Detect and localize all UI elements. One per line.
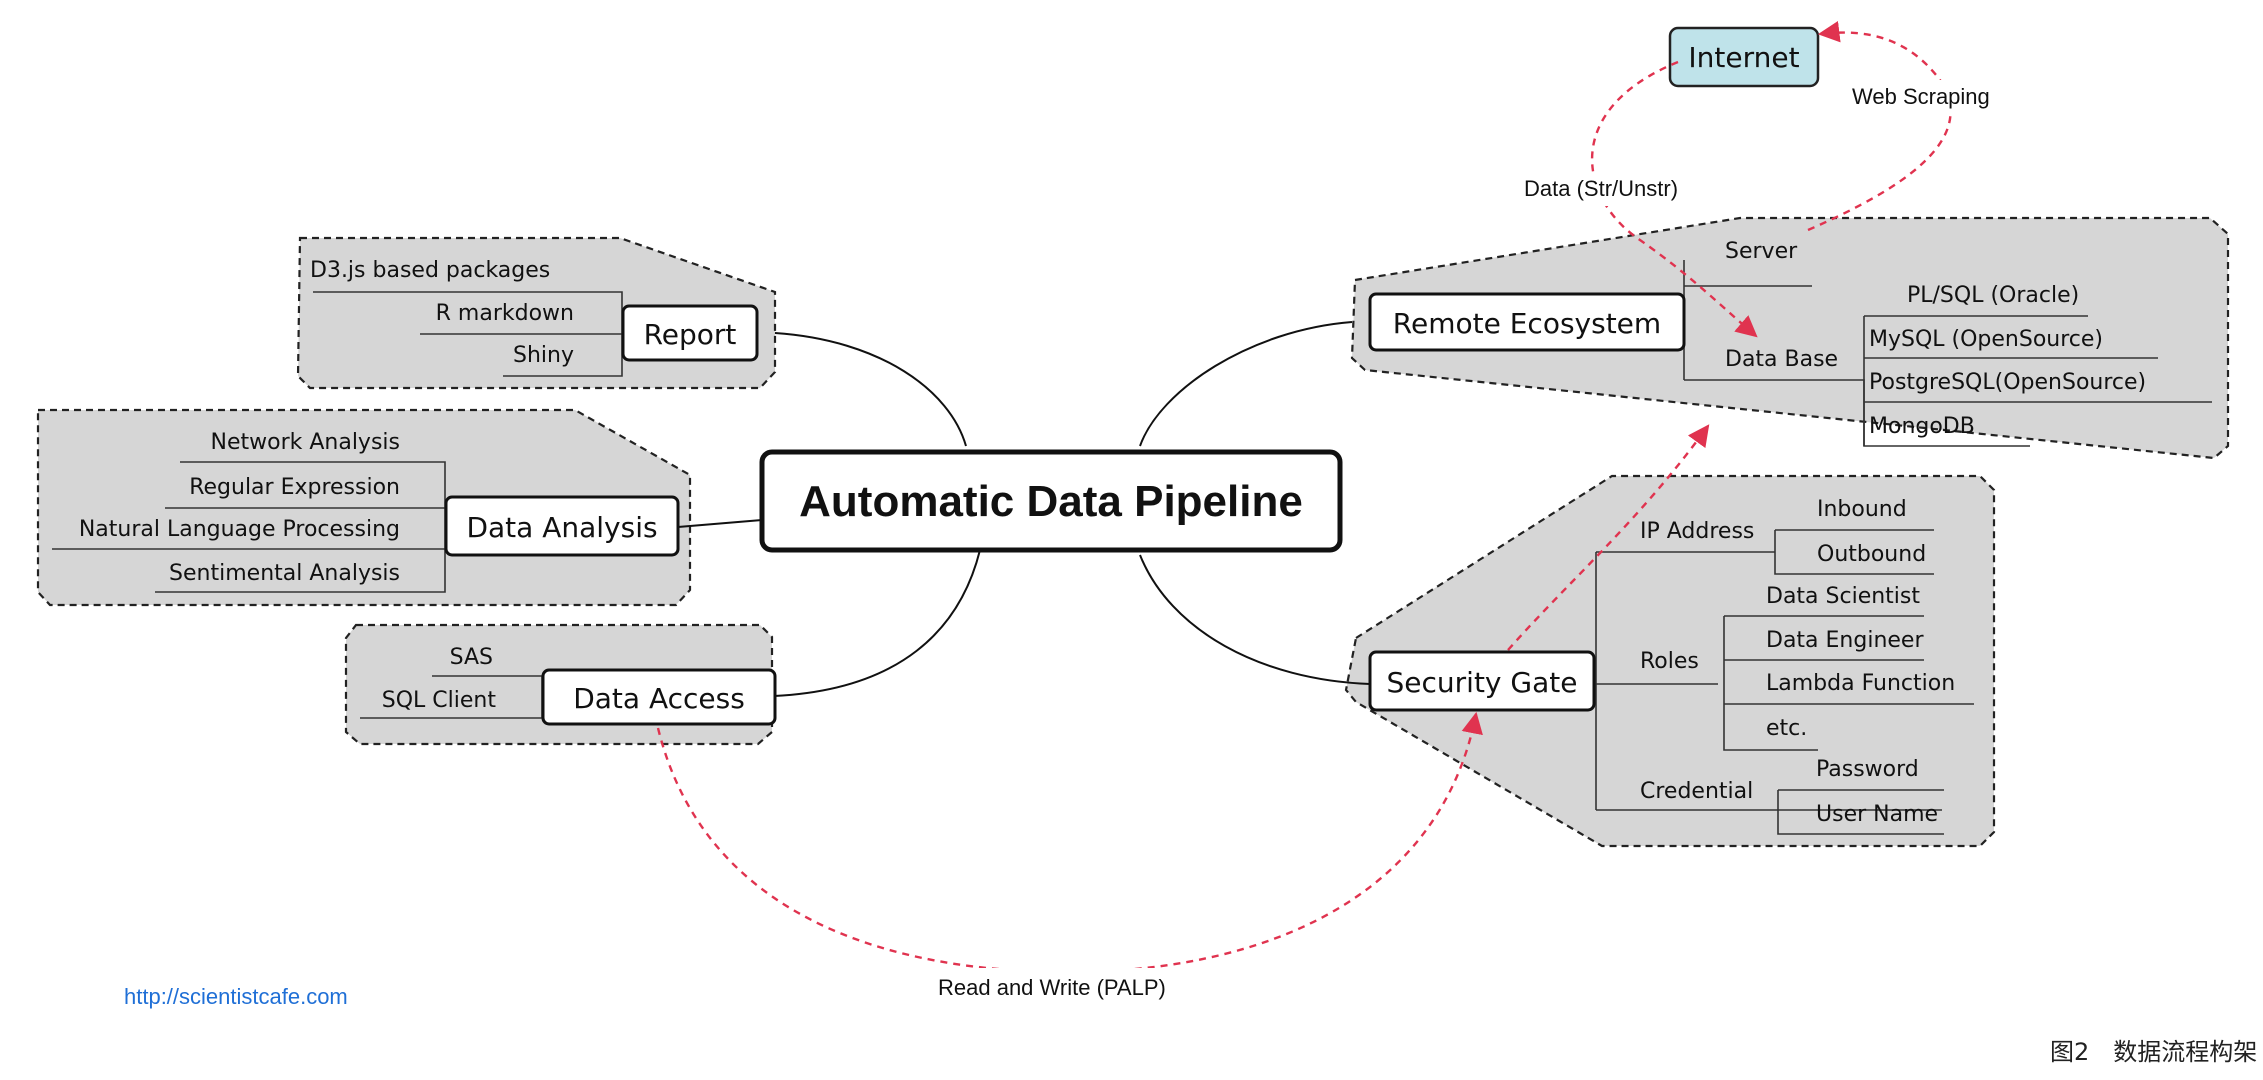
analysis-item-2: Natural Language Processing — [79, 517, 400, 542]
analysis-item-1: Regular Expression — [189, 475, 400, 500]
internet-label: Internet — [1688, 41, 1799, 74]
credential-item-1: User Name — [1816, 802, 1938, 827]
central-label: Automatic Data Pipeline — [799, 477, 1303, 526]
connector-remote — [1139, 321, 1353, 447]
security-credential: Credential — [1640, 779, 1753, 804]
web-scraping-label-bg: Web Scraping — [1848, 80, 2018, 114]
ip-item-1: Outbound — [1817, 542, 1926, 567]
security-items: IP Address Inbound Outbound Roles Data S… — [1595, 497, 1974, 835]
data-access-label: Data Access — [573, 682, 745, 715]
remote-items: Server Data Base PL/SQL (Oracle) MySQL (… — [1683, 239, 2212, 447]
read-write-label-bg: Read and Write (PALP) — [934, 968, 1206, 1004]
access-item-1: SQL Client — [382, 688, 497, 713]
remote-region — [1350, 216, 2230, 460]
connector-analysis — [677, 519, 763, 528]
security-roles: Roles — [1640, 649, 1699, 674]
role-item-2: Lambda Function — [1766, 671, 1955, 696]
security-gate-label: Security Gate — [1387, 666, 1578, 699]
db-item-0: PL/SQL (Oracle) — [1907, 283, 2079, 308]
data-flow — [1591, 60, 1758, 338]
security-gate-node[interactable]: Security Gate — [1368, 650, 1596, 712]
internet-node[interactable]: Internet — [1668, 26, 1820, 88]
remote-ecosystem-node[interactable]: Remote Ecosystem — [1368, 292, 1686, 352]
report-item-0: D3.js based packages — [310, 258, 550, 283]
connector-security — [1139, 554, 1371, 685]
central-node[interactable]: Automatic Data Pipeline — [759, 449, 1343, 553]
db-item-3: MongoDB — [1869, 414, 1975, 439]
remote-database: Data Base — [1725, 347, 1838, 372]
remote-server: Server — [1725, 239, 1798, 264]
data-access-node[interactable]: Data Access — [541, 668, 777, 726]
role-item-0: Data Scientist — [1766, 584, 1920, 609]
report-node[interactable]: Report — [621, 304, 759, 362]
db-item-2: PostgreSQL(OpenSource) — [1869, 370, 2146, 395]
db-item-1: MySQL (OpenSource) — [1869, 327, 2103, 352]
analysis-item-0: Network Analysis — [211, 430, 401, 455]
analysis-item-3: Sentimental Analysis — [169, 561, 400, 586]
data-analysis-node[interactable]: Data Analysis — [444, 495, 680, 557]
web-scraping-flow — [1807, 20, 1952, 232]
credential-item-0: Password — [1816, 757, 1919, 782]
report-item-2: Shiny — [513, 343, 574, 368]
security-region — [1344, 474, 1996, 848]
connector-access — [773, 549, 981, 697]
role-item-3: etc. — [1766, 716, 1807, 741]
ip-item-0: Inbound — [1817, 497, 1907, 522]
source-url[interactable]: http://scientistcafe.com — [124, 984, 348, 1009]
report-items: D3.js based packages R markdown Shiny — [310, 258, 623, 377]
figure-caption: 图2 数据流程构架 — [2050, 1038, 2257, 1066]
read-write-flow — [656, 711, 1483, 974]
web-scraping-label: Web Scraping — [1852, 84, 1990, 109]
remote-ecosystem-label: Remote Ecosystem — [1393, 307, 1661, 340]
report-label: Report — [644, 318, 737, 351]
access-items: SAS SQL Client — [360, 645, 543, 719]
security-ip: IP Address — [1640, 519, 1754, 544]
analysis-items: Network Analysis Regular Expression Natu… — [52, 430, 446, 593]
data-str-label: Data (Str/Unstr) — [1524, 176, 1678, 201]
connector-report — [774, 332, 967, 447]
role-item-1: Data Engineer — [1766, 628, 1924, 653]
access-item-0: SAS — [450, 645, 493, 670]
read-write-label: Read and Write (PALP) — [938, 975, 1166, 1000]
data-str-label-bg: Data (Str/Unstr) — [1520, 172, 1700, 206]
data-analysis-label: Data Analysis — [466, 511, 657, 544]
report-item-1: R markdown — [436, 301, 574, 326]
